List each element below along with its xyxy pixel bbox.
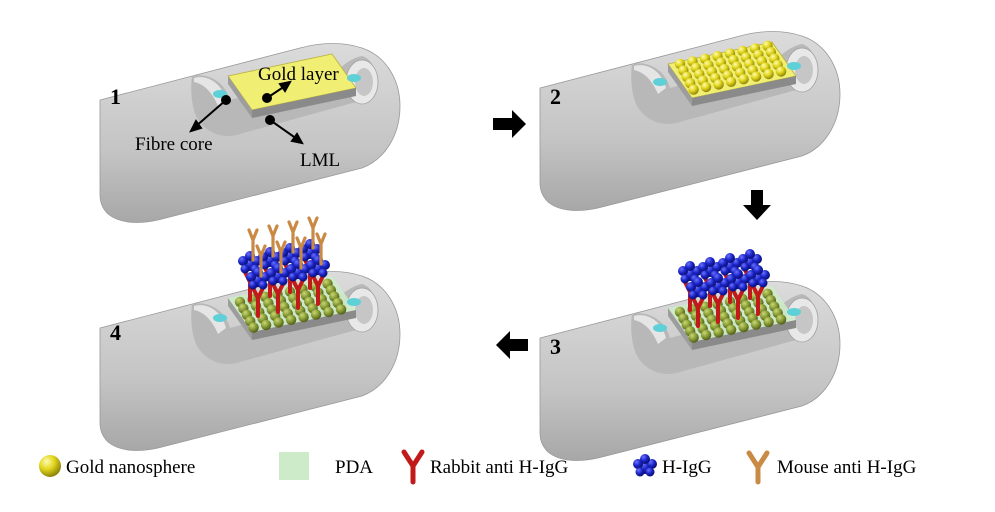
gold-nanosphere bbox=[248, 322, 259, 333]
gold-nanosphere bbox=[750, 71, 762, 82]
gold-nanosphere-icon bbox=[39, 455, 61, 477]
gold-nanosphere bbox=[298, 312, 309, 323]
gold-nanosphere bbox=[713, 79, 724, 90]
gold-nanosphere bbox=[725, 324, 737, 335]
fibre-core-label: Fibre core bbox=[135, 134, 213, 155]
gold-nanosphere bbox=[688, 84, 699, 95]
pda-icon bbox=[279, 452, 309, 480]
legend-label-gold-nanosphere: Gold nanosphere bbox=[66, 457, 195, 478]
gold-nanosphere bbox=[700, 81, 712, 93]
gold-nanosphere bbox=[310, 309, 322, 320]
h-igg-icon bbox=[633, 454, 657, 477]
gold-nanosphere bbox=[323, 306, 334, 318]
gold-nanosphere bbox=[285, 314, 297, 325]
gold-nanosphere bbox=[260, 319, 272, 331]
gold-nanosphere bbox=[700, 329, 712, 341]
legend-label-h-igg: H-IgG bbox=[662, 457, 712, 478]
step-2-panel bbox=[539, 31, 841, 211]
step-1-panel bbox=[99, 43, 401, 223]
legend-label-rabbit-anti-h-igg: Rabbit anti H-IgG bbox=[430, 457, 569, 478]
gold-nanosphere bbox=[775, 66, 787, 77]
step-number: 3 bbox=[550, 334, 561, 359]
arrow-down-icon bbox=[743, 190, 771, 220]
gold-nanosphere bbox=[763, 316, 774, 328]
step-4-panel bbox=[99, 216, 401, 451]
step-number: 4 bbox=[110, 320, 121, 345]
gold-nanosphere bbox=[688, 332, 699, 343]
legend-label-pda: PDA bbox=[335, 457, 373, 478]
arrow-right-icon bbox=[493, 110, 526, 138]
gold-nanosphere bbox=[273, 317, 284, 328]
step-number: 2 bbox=[550, 84, 561, 109]
optical-fibre bbox=[99, 43, 401, 223]
rabbit-antibody-icon bbox=[401, 449, 425, 485]
legend-label-mouse-anti-h-igg: Mouse anti H-IgG bbox=[777, 457, 917, 478]
gold-nanosphere bbox=[775, 314, 787, 325]
gold-nanosphere bbox=[738, 74, 749, 85]
gold-nanosphere bbox=[763, 68, 774, 80]
lml-label: LML bbox=[300, 150, 340, 171]
gold-nanosphere bbox=[335, 304, 347, 315]
step-3-panel bbox=[539, 249, 841, 461]
label-pointers bbox=[189, 80, 304, 145]
legend: Gold nanosphere PDA Rabbit anti H-IgG H-… bbox=[39, 449, 917, 485]
arrow-left-icon bbox=[496, 331, 528, 359]
gold-nanosphere bbox=[713, 327, 724, 338]
gold-nanosphere bbox=[750, 319, 762, 330]
gold-layer-label: Gold layer bbox=[258, 64, 339, 85]
gold-nanosphere bbox=[725, 76, 737, 87]
step-number: 1 bbox=[110, 84, 121, 109]
gold-nanosphere bbox=[738, 322, 749, 333]
mouse-antibody-icon bbox=[746, 450, 770, 485]
